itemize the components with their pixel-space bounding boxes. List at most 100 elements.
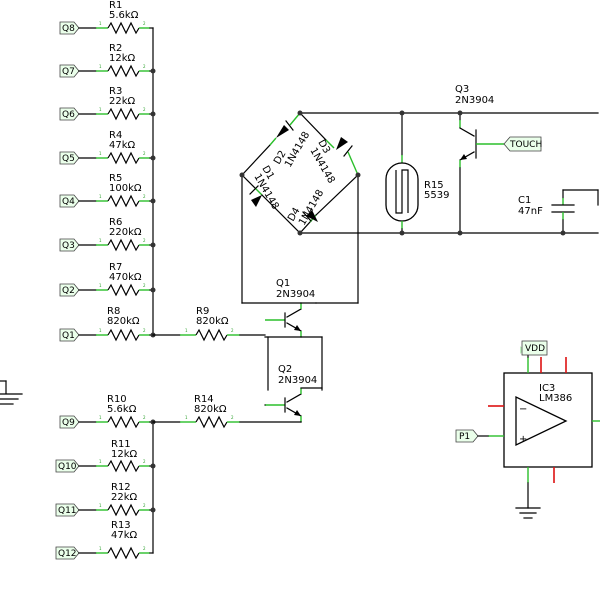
port-label-vdd: VDD — [525, 344, 545, 354]
pin-number: 2 — [143, 459, 146, 464]
resistor-r11[interactable]: Q10 1 2 R11 12kΩ — [55, 439, 154, 473]
resistor-ref-r1: R1 — [109, 0, 122, 11]
port-flag-q10[interactable] — [55, 459, 80, 473]
port-label-q3: Q3 — [62, 241, 75, 251]
pin-number: 1 — [185, 328, 188, 333]
port-label-q11: Q11 — [58, 506, 77, 516]
port-label-p1: P1 — [459, 432, 470, 442]
junction-dot — [355, 172, 361, 178]
junction-dot — [399, 110, 405, 116]
resistor-value-r12: 22kΩ — [111, 492, 138, 503]
resistor-r14[interactable]: 1 2 R14 820kΩ — [152, 394, 302, 429]
port-flag-q7[interactable] — [59, 64, 80, 78]
resistor-r3[interactable]: Q6 1 2 R3 22kΩ — [59, 86, 154, 121]
pin-number: 2 — [143, 64, 146, 69]
port-flag-q2[interactable] — [59, 283, 80, 297]
resistor-r4[interactable]: Q5 1 2 R4 47kΩ — [59, 130, 154, 165]
resistor-value-r5: 100kΩ — [109, 183, 142, 194]
transistor-ref-q2: Q2 — [278, 364, 292, 375]
pin-number: 1 — [99, 21, 102, 26]
resistor-value-r4: 47kΩ — [109, 140, 136, 151]
transistor-q2[interactable]: Q2 2N3904 — [265, 364, 317, 422]
transistor-q3[interactable]: Q3 2N3904 TOUCH — [455, 84, 542, 236]
pin-number: 2 — [143, 283, 146, 288]
resistor-symbol — [107, 64, 140, 78]
emitter-arrow — [460, 154, 467, 160]
resistor-r2[interactable]: Q7 1 2 R2 12kΩ — [59, 43, 154, 78]
junction-dot — [297, 110, 303, 116]
junction-dot — [150, 507, 156, 513]
amplifier-ic3[interactable]: − + IC3 LM386 VDD P1 — [455, 340, 600, 519]
pin-number: 1 — [99, 283, 102, 288]
port-flag-touch[interactable] — [503, 136, 542, 152]
ic-body — [503, 372, 593, 468]
resistor-symbol — [107, 238, 140, 252]
diode-d2[interactable]: D2 1N4148 — [241, 112, 312, 176]
resistor-symbol — [195, 328, 228, 342]
pin-number: 1 — [99, 328, 102, 333]
junction-dot — [239, 172, 245, 178]
transistor-q1[interactable]: Q1 2N3904 — [265, 278, 323, 338]
resistor-symbol — [107, 194, 140, 208]
photoresistor-r15[interactable]: R15 5539 — [385, 110, 449, 236]
resistor-ref-r13: R13 — [111, 520, 131, 531]
resistor-value-r11: 12kΩ — [111, 449, 138, 460]
pin-number: 2 — [143, 107, 146, 112]
resistor-r10[interactable]: Q9 1 2 R10 5.6kΩ — [59, 394, 154, 429]
diode-part-d1: 1N4148 — [297, 188, 326, 228]
port-flag-q1[interactable] — [59, 328, 80, 342]
photoresistor-ref-r15: R15 — [424, 180, 444, 191]
diode-d4[interactable]: D3 1N4148 — [299, 112, 359, 186]
capacitor-c1[interactable]: C1 47nF — [518, 189, 599, 236]
resistor-value-r7: 470kΩ — [109, 272, 142, 283]
junction-dot — [150, 287, 156, 293]
junction-dot — [297, 230, 303, 236]
port-label-q7: Q7 — [62, 67, 75, 77]
port-flag-q3[interactable] — [59, 238, 80, 252]
resistor-r1[interactable]: Q8 1 2 R1 5.6kΩ — [59, 0, 154, 35]
port-flag-q11[interactable] — [55, 503, 80, 517]
resistor-value-r10: 5.6kΩ — [107, 404, 137, 415]
pin-number: 2 — [143, 151, 146, 156]
resistor-r9[interactable]: 1 2 R9 820kΩ — [152, 306, 266, 342]
transistor-part-q1: 2N3904 — [276, 289, 315, 300]
port-flag-vdd[interactable] — [521, 340, 548, 356]
resistor-r13[interactable]: Q12 1 2 R13 47kΩ — [55, 520, 154, 560]
diode-d3[interactable]: D1 1N4148 — [241, 164, 301, 234]
resistor-r6[interactable]: Q3 1 2 R6 220kΩ — [59, 217, 154, 252]
port-flag-q4[interactable] — [59, 194, 80, 208]
resistor-symbol — [107, 503, 140, 517]
resistor-value-r3: 22kΩ — [109, 96, 136, 107]
diode-d1[interactable]: D4 1N4148 — [286, 174, 359, 234]
diode-triangle — [276, 125, 289, 138]
port-flag-q6[interactable] — [59, 107, 80, 121]
resistor-symbol — [107, 546, 140, 560]
port-flag-q12[interactable] — [55, 546, 80, 560]
port-label-q8: Q8 — [62, 24, 75, 34]
port-label-touch: TOUCH — [509, 140, 542, 150]
junction-dot — [150, 198, 156, 204]
photoresistor-track — [395, 169, 409, 214]
port-label-q12: Q12 — [58, 549, 77, 559]
port-flag-q8[interactable] — [59, 21, 80, 35]
resistor-r12[interactable]: Q11 1 2 R12 22kΩ — [55, 482, 154, 517]
resistor-ref-r9: R9 — [196, 306, 209, 317]
resistor-ref-r2: R2 — [109, 43, 122, 54]
resistor-r5[interactable]: Q4 1 2 R5 100kΩ — [59, 173, 154, 208]
diode-part-d2: 1N4148 — [283, 130, 312, 170]
pin-number: 2 — [143, 328, 146, 333]
resistor-r8[interactable]: Q1 1 2 R8 820kΩ — [59, 306, 154, 342]
resistor-symbol — [195, 415, 228, 429]
port-flag-q5[interactable] — [59, 151, 80, 165]
left-resistor-ladder: Q8 1 2 R1 5.6kΩ Q7 1 2 R2 12kΩ Q6 — [59, 0, 156, 342]
port-label-q10: Q10 — [58, 462, 77, 472]
resistor-symbol — [107, 21, 140, 35]
port-flag-q9[interactable] — [59, 415, 80, 429]
resistor-r7[interactable]: Q2 1 2 R7 470kΩ — [59, 262, 154, 297]
resistor-symbol — [107, 283, 140, 297]
transistor-ref-q1: Q1 — [276, 278, 290, 289]
port-flag-p1[interactable] — [455, 429, 479, 443]
resistor-ref-r10: R10 — [107, 394, 127, 405]
resistor-ref-r14: R14 — [194, 394, 214, 405]
